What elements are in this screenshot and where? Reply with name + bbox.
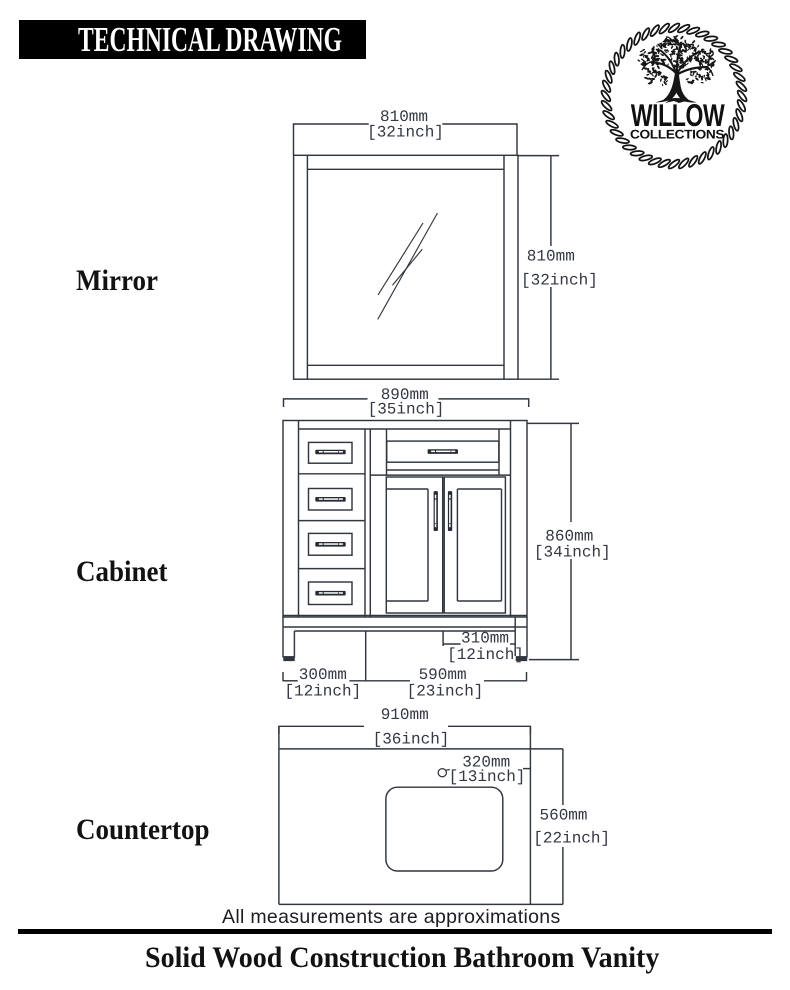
svg-text:[13inch]: [13inch] <box>449 768 526 786</box>
svg-text:300mm: 300mm <box>299 666 347 684</box>
svg-text:860mm: 860mm <box>545 527 593 545</box>
svg-text:810mm: 810mm <box>380 108 428 126</box>
svg-text:[12inch]: [12inch] <box>284 683 361 701</box>
svg-text:[36inch]: [36inch] <box>373 731 450 749</box>
svg-text:910mm: 910mm <box>381 706 429 724</box>
svg-text:320mm: 320mm <box>462 754 510 772</box>
svg-text:[32inch]: [32inch] <box>367 124 444 142</box>
svg-text:[23inch]: [23inch] <box>407 683 484 701</box>
svg-text:890mm: 890mm <box>381 386 429 404</box>
svg-text:810mm: 810mm <box>527 248 575 266</box>
svg-text:[22inch]: [22inch] <box>533 830 610 848</box>
svg-text:[32inch]: [32inch] <box>521 272 598 290</box>
svg-text:[34inch]: [34inch] <box>534 544 611 562</box>
svg-text:590mm: 590mm <box>419 666 467 684</box>
svg-text:310mm: 310mm <box>461 630 509 648</box>
svg-text:[35inch]: [35inch] <box>368 401 445 419</box>
svg-text:[12inch]: [12inch] <box>447 646 524 664</box>
svg-text:560mm: 560mm <box>540 807 588 825</box>
